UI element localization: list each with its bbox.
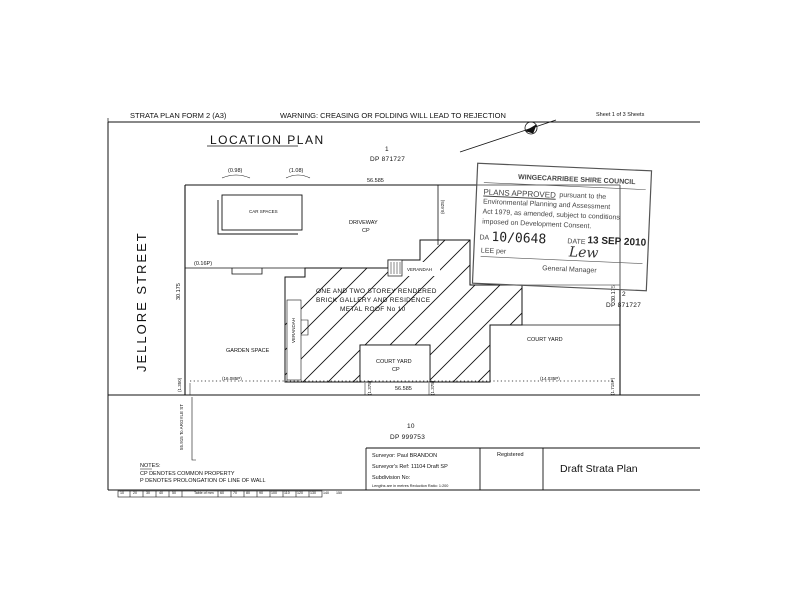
court-yard-cp-box [359, 344, 431, 383]
scale-140: 140 [323, 491, 329, 495]
offset-108: (1.08) [289, 168, 304, 174]
stamp-per: LEE per [480, 247, 507, 256]
building-line-2: BRICK GALLERY AND RESIDENCE [316, 297, 431, 304]
scale-120: 120 [297, 491, 303, 495]
subdivision-number: Subdivision No: [372, 475, 411, 481]
driveway-cp-label: CP [362, 228, 370, 234]
folding-warning: WARNING: CREASING OR FOLDING WILL LEAD T… [280, 111, 506, 120]
scale-80: 80 [246, 491, 250, 495]
notes-p: P DENOTES PROLONGATION OF LINE OF WALL [140, 478, 266, 484]
dim-left: 30.175 [176, 283, 182, 300]
sheet-count: Sheet 1 of 3 Sheets [596, 112, 645, 118]
scale-90: 90 [259, 491, 263, 495]
scale-20: 20 [133, 491, 137, 495]
scale-30: 30 [146, 491, 150, 495]
scale-130: 130 [310, 491, 316, 495]
offset-16085p: (16.085P) [222, 376, 242, 381]
offset-14035p: (14.035P) [540, 376, 560, 381]
title-block-lines [365, 447, 700, 490]
offset-098: (0.98) [228, 168, 243, 174]
court-yard-label: COURT YARD [376, 359, 412, 365]
court-yard-cp-label: CP [392, 367, 400, 373]
form-title: STRATA PLAN FORM 2 (A3) [130, 111, 227, 120]
verandah-steps [387, 259, 403, 277]
offset-016p: (0.16P) [194, 261, 213, 267]
offset-6625: (6.625) [440, 199, 445, 214]
lot-right-dp: DP 871727 [606, 302, 642, 309]
side-verandah-label: VERANDAH [291, 317, 296, 343]
surveyor-ref: Surveyor's Ref: 11104 Draft SP [372, 464, 448, 470]
court-yard-right-label: COURT YARD [527, 337, 563, 343]
scale-60: 60 [220, 491, 224, 495]
registered-label: Registered [497, 452, 524, 458]
offset-1375a: (1.375) [367, 380, 372, 395]
scale-100: 100 [271, 491, 277, 495]
stamp-signature: Lew [568, 244, 599, 262]
side-verandah [286, 299, 302, 381]
car-spaces-label: CAR SPACES [249, 209, 278, 214]
scale-40: 40 [159, 491, 163, 495]
stamp-da-number: 10/0648 [491, 229, 547, 248]
surveyor-name: Surveyor: Paul BRANDON [372, 453, 438, 459]
argyle-offset [191, 397, 196, 461]
notes-heading: NOTES: [140, 463, 161, 469]
stamp-da-prefix: DA [479, 234, 490, 242]
street-name: JELLORE STREET [134, 231, 149, 372]
building-line-3: METAL ROOF No 10 [340, 306, 406, 313]
dim-bottom: 56.585 [395, 386, 412, 392]
building-line-1: ONE AND TWO STOREY RENDERED [316, 288, 437, 295]
council-approval-stamp: WINGECARRIBEE SHIRE COUNCIL PLANS APPROV… [471, 162, 653, 292]
lot-bottom-number: 10 [407, 423, 415, 430]
stamp-border [471, 162, 653, 292]
scale-50: 50 [172, 491, 176, 495]
scale-70: 70 [233, 491, 237, 495]
lot-top-number: 1 [385, 146, 389, 153]
north-arrow-icon [459, 119, 557, 153]
lot-right-number: 2 [622, 291, 626, 298]
verandah-label: VERANDAH [407, 267, 433, 272]
driveway-label: DRIVEWAY [349, 220, 378, 226]
location-plan-title: LOCATION PLAN [210, 133, 325, 147]
sheet-border [107, 118, 700, 491]
lot-top-dp: DP 871727 [370, 156, 406, 163]
offset-1715p: (1.715P) [610, 377, 615, 395]
offset-1375b: (1.375) [430, 380, 435, 395]
scale-caption: Table of mm [194, 491, 214, 495]
car-spaces-box [217, 194, 303, 235]
scale-150: 150 [336, 491, 342, 495]
argyle-street-offset: 55.915 To ARGYLE ST [179, 404, 184, 450]
notes-cp: CP DENOTES COMMON PROPERTY [140, 471, 235, 477]
lot-bottom-dp: DP 999753 [390, 434, 426, 441]
lengths-note: Lengths are in metres Reduction Ratio: 1… [372, 484, 449, 488]
scale-10: 10 [120, 491, 124, 495]
scale-bar [117, 490, 323, 498]
scale-110: 110 [284, 491, 290, 495]
plan-name: Draft Strata Plan [560, 463, 638, 475]
offset-1350: (1.350) [177, 377, 182, 392]
dim-top: 56.585 [367, 178, 384, 184]
garden-space-label: GARDEN SPACE [226, 348, 270, 354]
